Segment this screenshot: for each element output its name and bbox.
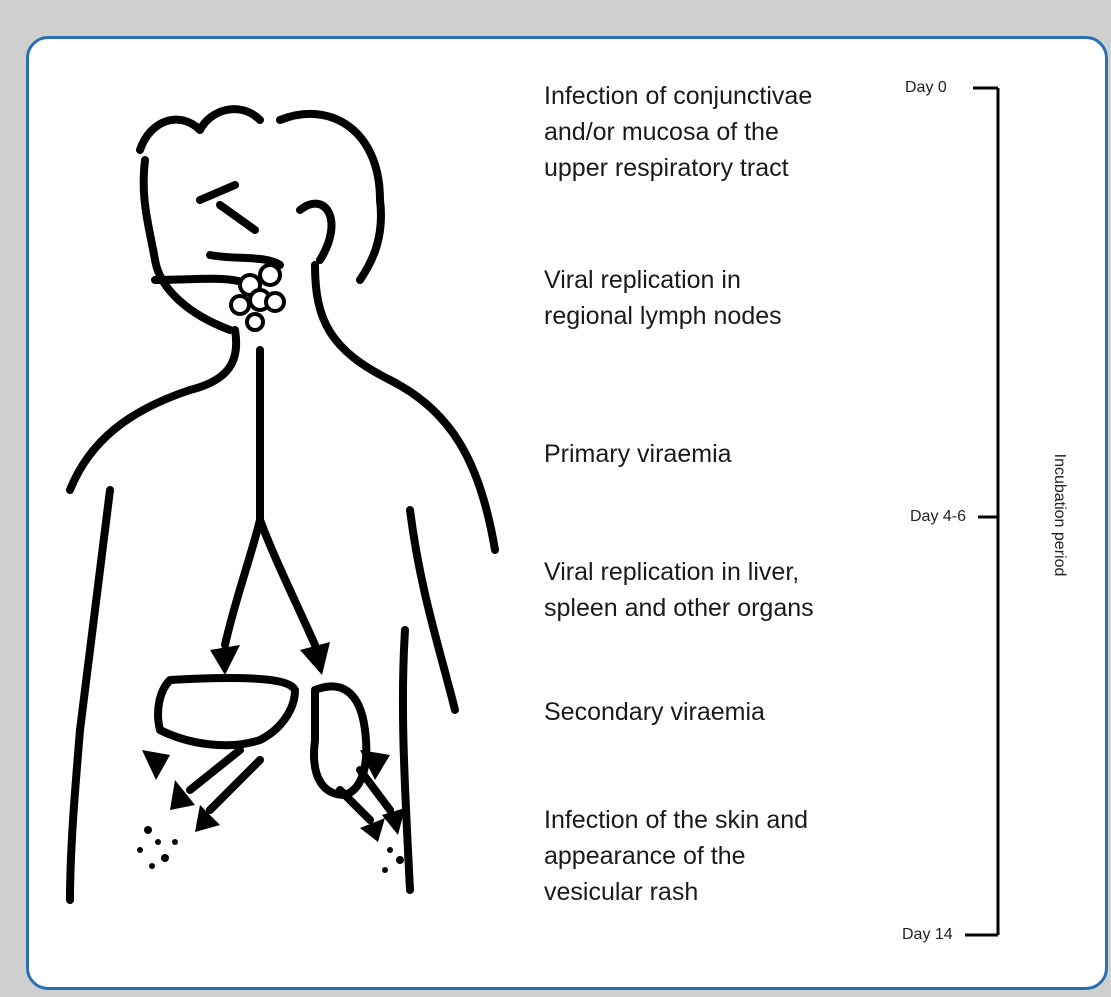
incubation-period-label: Incubation period — [1050, 454, 1068, 577]
day-middle-label: Day 4-6 — [910, 508, 966, 526]
day-end-label: Day 14 — [902, 926, 953, 944]
day-start-label: Day 0 — [905, 79, 947, 97]
